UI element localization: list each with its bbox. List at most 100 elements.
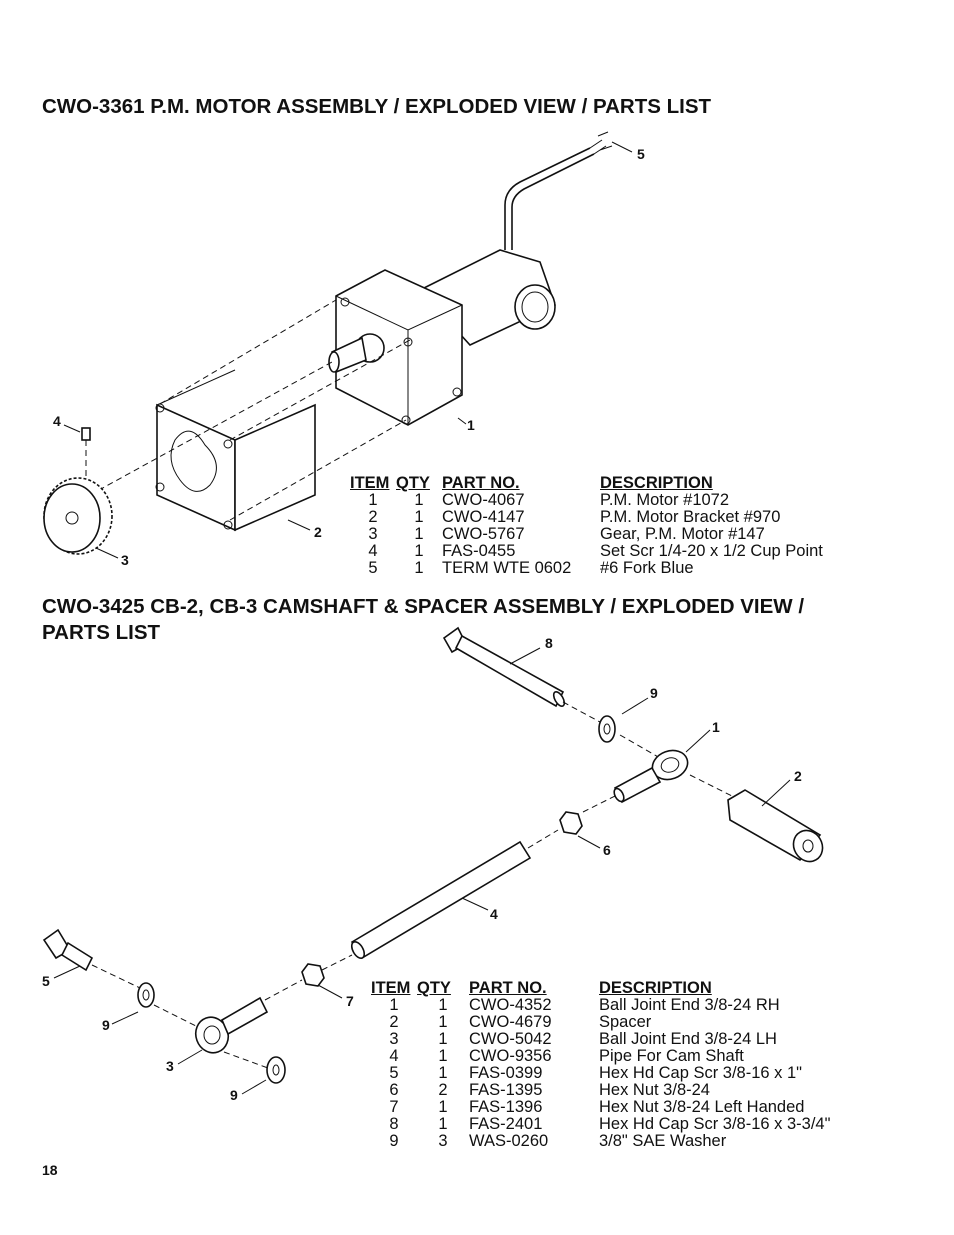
- table-row: 2 1 CWO-4679 Spacer: [371, 1014, 830, 1031]
- cell-qty: 2: [438, 1081, 448, 1099]
- cell-qty: 1: [414, 491, 424, 509]
- cell-part-no: CWO-4067: [442, 491, 525, 509]
- callout-cam-4: 4: [490, 906, 498, 922]
- cell-item: 6: [389, 1081, 399, 1099]
- bracket-drawing: [156, 403, 236, 532]
- gearbox-drawing: [335, 269, 463, 426]
- cell-description: P.M. Motor #1072: [600, 491, 730, 509]
- washer-drawing: [598, 715, 616, 743]
- cell-part-no: WAS-0260: [469, 1132, 549, 1150]
- table-row: 1 1 CWO-4352 Ball Joint End 3/8-24 RH: [371, 997, 830, 1014]
- cell-part-no: CWO-9356: [469, 1047, 552, 1065]
- wire-lead-drawing: [504, 147, 591, 250]
- cell-part-no: FAS-1395: [469, 1081, 543, 1099]
- cell-qty: 1: [438, 1047, 448, 1065]
- callout-1: 1: [467, 417, 475, 433]
- callout-cam-5: 5: [42, 973, 50, 989]
- cell-item: 5: [368, 559, 378, 577]
- cell-qty: 1: [414, 542, 424, 560]
- callout-cam-6: 6: [603, 842, 611, 858]
- table-row: 6 2 FAS-1395 Hex Nut 3/8-24: [371, 1082, 830, 1099]
- cell-description: Ball Joint End 3/8-24 LH: [599, 1030, 777, 1048]
- cell-description: Hex Hd Cap Scr 3/8-16 x 1": [599, 1064, 803, 1082]
- callout-cam-3: 3: [166, 1058, 174, 1074]
- cell-item: 7: [389, 1098, 399, 1116]
- cell-part-no: FAS-1396: [469, 1098, 543, 1116]
- camshaft-assembly-drawing: [42, 626, 824, 1095]
- table-row: 4 1 CWO-9356 Pipe For Cam Shaft: [371, 1048, 830, 1065]
- cell-part-no: CWO-4679: [469, 1013, 552, 1031]
- col-header-item: ITEM: [350, 474, 390, 492]
- motor-assembly-drawing: [43, 131, 633, 559]
- page-number: 18: [42, 1162, 58, 1178]
- callout-cam-2: 2: [794, 768, 802, 784]
- cell-description: P.M. Motor Bracket #970: [600, 508, 781, 526]
- section1-title: CWO-3361 P.M. MOTOR ASSEMBLY / EXPLODED …: [42, 95, 712, 118]
- cell-part-no: CWO-5042: [469, 1030, 552, 1048]
- callout-5: 5: [637, 146, 645, 162]
- cell-qty: 1: [438, 1030, 448, 1048]
- cell-qty: 1: [438, 1064, 448, 1082]
- table-header-row: ITEM QTY PART NO. DESCRIPTION: [371, 980, 830, 997]
- cell-item: 2: [368, 508, 378, 526]
- cell-part-no: FAS-0455: [442, 542, 516, 560]
- hex-nut-drawing: [559, 811, 583, 835]
- cell-qty: 1: [438, 996, 448, 1014]
- table-row: 7 1 FAS-1396 Hex Nut 3/8-24 Left Handed: [371, 1099, 830, 1116]
- cell-item: 9: [389, 1132, 399, 1150]
- callout-cam-9-bottom: 9: [230, 1087, 238, 1103]
- table-row: 3 1 CWO-5042 Ball Joint End 3/8-24 LH: [371, 1031, 830, 1048]
- cell-item: 3: [368, 525, 378, 543]
- cell-part-no: TERM WTE 0602: [442, 559, 572, 577]
- col-header-qty: QTY: [417, 979, 451, 997]
- cell-qty: 1: [438, 1098, 448, 1116]
- callout-cam-8: 8: [545, 635, 553, 651]
- callout-cam-9-mid: 9: [102, 1017, 110, 1033]
- cell-item: 3: [389, 1030, 399, 1048]
- cell-qty: 1: [414, 508, 424, 526]
- pipe-drawing: [350, 840, 532, 960]
- table-header-row: ITEM QTY PART NO. DESCRIPTION: [350, 475, 823, 492]
- col-header-qty: QTY: [396, 474, 430, 492]
- cell-part-no: CWO-5767: [442, 525, 525, 543]
- table-row: 1 1 CWO-4067 P.M. Motor #1072: [350, 492, 823, 509]
- cell-description: Hex Nut 3/8-24 Left Handed: [599, 1098, 805, 1116]
- cell-item: 1: [368, 491, 378, 509]
- callout-3: 3: [121, 552, 129, 568]
- col-header-description: DESCRIPTION: [599, 979, 712, 997]
- cell-description: #6 Fork Blue: [600, 559, 694, 577]
- col-header-part-no: PART NO.: [442, 474, 520, 492]
- col-header-item: ITEM: [371, 979, 411, 997]
- callout-cam-9-top: 9: [650, 685, 658, 701]
- cell-description: Ball Joint End 3/8-24 RH: [599, 996, 780, 1014]
- cell-part-no: FAS-0399: [469, 1064, 543, 1082]
- cell-qty: 1: [438, 1115, 448, 1133]
- cell-description: Pipe For Cam Shaft: [599, 1047, 744, 1065]
- cell-description: 3/8" SAE Washer: [599, 1132, 727, 1150]
- cell-item: 5: [389, 1064, 399, 1082]
- callout-cam-1: 1: [712, 719, 720, 735]
- cell-item: 4: [389, 1047, 399, 1065]
- cell-description: Hex Hd Cap Scr 3/8-16 x 3-3/4": [599, 1115, 831, 1133]
- callout-4: 4: [53, 413, 61, 429]
- cell-description: Spacer: [599, 1013, 652, 1031]
- cell-qty: 1: [438, 1013, 448, 1031]
- cell-description: Gear, P.M. Motor #147: [600, 525, 765, 543]
- cell-item: 1: [389, 996, 399, 1014]
- cell-qty: 1: [414, 525, 424, 543]
- cell-description: Hex Nut 3/8-24: [599, 1081, 710, 1099]
- cell-part-no: CWO-4352: [469, 996, 552, 1014]
- callout-cam-7: 7: [346, 993, 354, 1009]
- col-header-description: DESCRIPTION: [600, 474, 713, 492]
- table-row: 9 3 WAS-0260 3/8" SAE Washer: [371, 1133, 830, 1150]
- cell-description: Set Scr 1/4-20 x 1/2 Cup Point: [600, 542, 823, 560]
- cell-qty: 3: [438, 1132, 448, 1150]
- section2-title: CWO-3425 CB-2, CB-3 CAMSHAFT & SPACER AS…: [42, 595, 805, 644]
- cell-item: 2: [389, 1013, 399, 1031]
